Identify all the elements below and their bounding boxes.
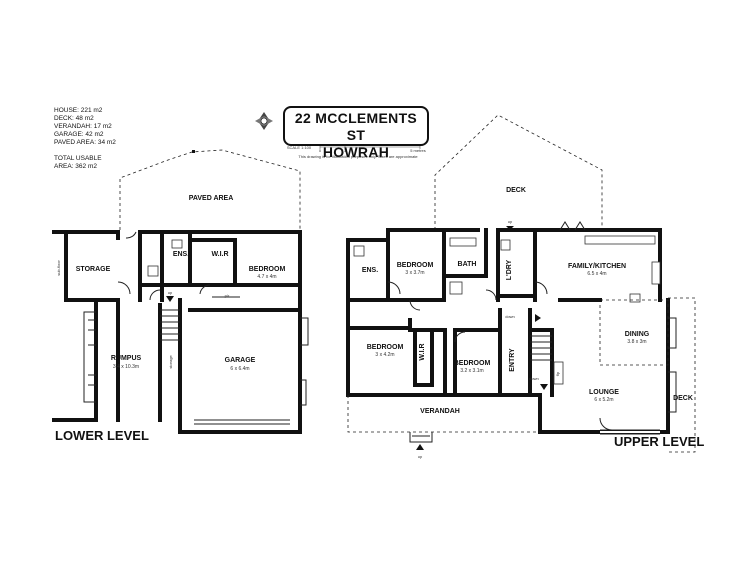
area-garage: GARAGE: 42 m2 xyxy=(54,131,104,138)
bedroom3-dim: 3.2 x 3.1m xyxy=(460,368,483,374)
bath-label: BATH xyxy=(458,261,477,268)
bedroom2-dim: 3 x 4.2m xyxy=(375,352,394,358)
lower-stair xyxy=(160,309,180,341)
dining-dim: 3.8 x 3m xyxy=(627,339,646,345)
lower-ens-label: ENS. xyxy=(173,251,189,258)
total-usable-line-1: TOTAL USABLE xyxy=(54,155,102,162)
lounge-label: LOUNGE xyxy=(589,389,619,396)
bedroom1-dim: 3 x 3.7m xyxy=(405,270,424,276)
lower-up-label: up xyxy=(168,290,173,295)
down1-label: down xyxy=(505,314,515,319)
paved-area-label: PAVED AREA xyxy=(189,195,234,202)
subfloor-label: sub-floor xyxy=(56,260,61,276)
title-box: 22 MCCLEMENTS ST HOWRAH xyxy=(283,106,429,160)
down2-label: down xyxy=(529,376,539,381)
upper-stair xyxy=(528,328,554,397)
upper-up2-label: up xyxy=(508,219,513,224)
lower-pr-label: p/r xyxy=(225,293,230,298)
scale-disclaimer: This drawing is for illustration purpose… xyxy=(298,154,418,159)
area-house: HOUSE: 221 m2 xyxy=(54,107,103,114)
garage-label: GARAGE xyxy=(225,357,256,364)
upper-level-plan: DECK ENS. BEDROOM 3 x 3.7m BATH L'DRY FA… xyxy=(346,114,696,459)
garage-dim: 6 x 6.4m xyxy=(230,366,249,372)
lower-level-plan: PAVED AREA STORAGE sub-floor ENS. W.I.R … xyxy=(52,149,309,434)
area-summary: HOUSE: 221 m2 DECK: 48 m2 VERANDAH: 17 m… xyxy=(54,107,116,171)
area-verandah: VERANDAH: 17 m2 xyxy=(54,123,112,130)
lower-bedroom-dim: 4.7 x 4m xyxy=(257,274,276,280)
compass-icon xyxy=(255,112,273,130)
scale-bar: SCALE 1:100 0 1 5 metres This drawing is… xyxy=(287,145,426,159)
storage-small-label: storage xyxy=(168,355,173,369)
storage-label: STORAGE xyxy=(76,266,111,273)
fp-label: f/p xyxy=(555,371,560,376)
scale-mark-1: 1 xyxy=(344,148,347,153)
upper-deck-side-label: DECK xyxy=(673,395,693,402)
ldry-label: L'DRY xyxy=(506,259,513,280)
lower-wir-label: W.I.R xyxy=(211,251,228,258)
upper-wir-label: W.I.R xyxy=(419,343,426,360)
upper-level-label: UPPER LEVEL xyxy=(614,434,704,449)
upper-ens-label: ENS. xyxy=(362,267,378,274)
dining-label: DINING xyxy=(625,331,650,338)
bedroom3-label: BEDROOM xyxy=(454,360,491,367)
verandah-label: VERANDAH xyxy=(420,408,460,415)
lower-level-label: LOWER LEVEL xyxy=(55,428,149,443)
rumpus-label: RUMPUS xyxy=(111,355,142,362)
scale-label: SCALE 1:100 xyxy=(287,145,312,150)
bedroom2-label: BEDROOM xyxy=(367,344,404,351)
rumpus-dim: 3.4 x 10.3m xyxy=(113,364,139,370)
upper-deck-top-label: DECK xyxy=(506,187,526,194)
upper-up-label: up xyxy=(418,454,423,459)
lounge-dim: 6 x 5.2m xyxy=(594,397,613,403)
scale-mark-0: 0 xyxy=(319,148,322,153)
total-usable-line-2: AREA: 362 m2 xyxy=(54,163,97,170)
family-kitchen-label: FAMILY/KITCHEN xyxy=(568,263,626,270)
family-kitchen-dim: 6.5 x 4m xyxy=(587,271,606,277)
area-paved: PAVED AREA: 34 m2 xyxy=(54,139,116,146)
title-line-2: HOWRAH xyxy=(322,144,390,160)
lower-bedroom-label: BEDROOM xyxy=(249,266,286,273)
scale-mark-5: 5 metres xyxy=(410,148,426,153)
area-deck: DECK: 48 m2 xyxy=(54,115,94,122)
bedroom1-label: BEDROOM xyxy=(397,262,434,269)
title-line-1: 22 MCCLEMENTS ST xyxy=(294,110,418,143)
entry-label: ENTRY xyxy=(509,348,516,372)
